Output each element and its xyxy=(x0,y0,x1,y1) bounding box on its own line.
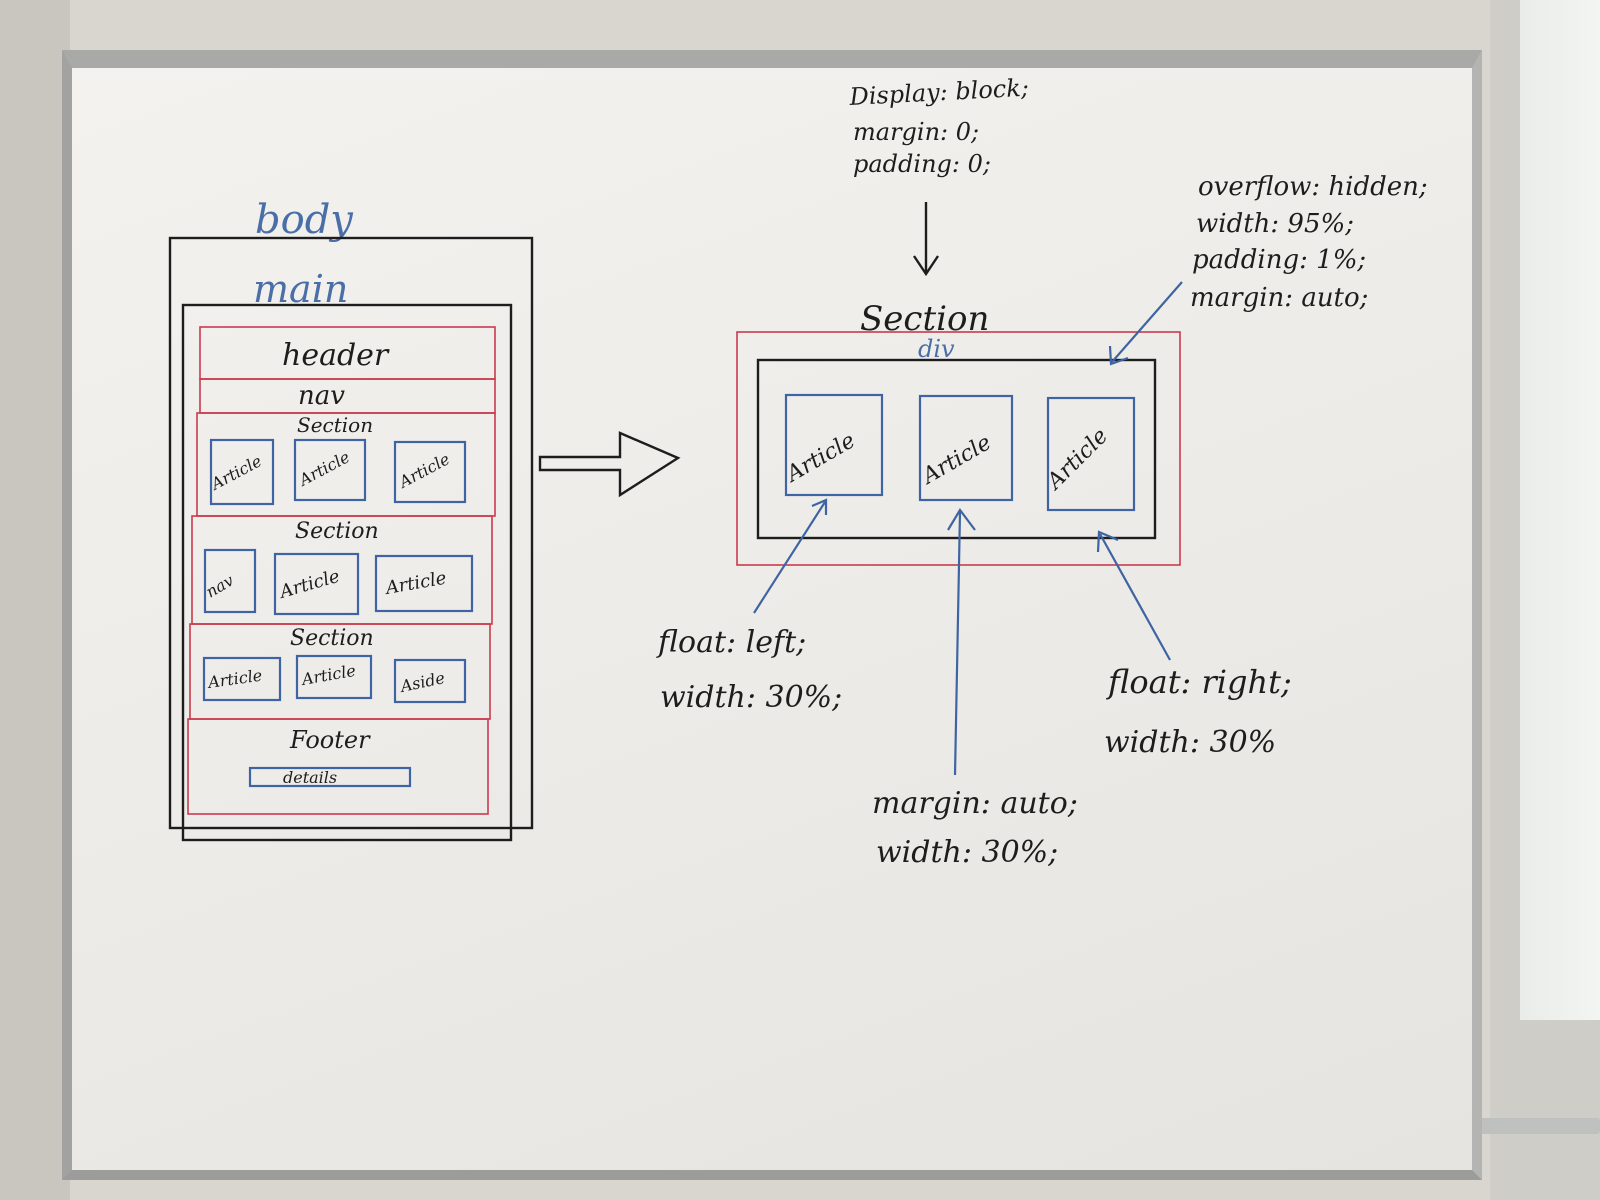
section-2-article-2-label: Article xyxy=(382,568,448,600)
center-note-line-2: width: 30%; xyxy=(876,835,1058,870)
left-wireframe: body main header nav Section Article Art… xyxy=(168,197,534,842)
section-2-label: Section xyxy=(295,519,379,544)
nav-label: nav xyxy=(298,381,345,411)
section-2-article-1-label: Article xyxy=(276,566,342,604)
section-2-nav xyxy=(203,548,257,614)
div-label: div xyxy=(918,335,955,363)
body-box xyxy=(168,236,534,830)
article-center-label: Article xyxy=(917,430,996,490)
section-1-article-3 xyxy=(393,440,467,504)
header-label: header xyxy=(282,338,390,373)
div-note-line-4: margin: auto; xyxy=(1190,283,1368,313)
section-3-article-2 xyxy=(295,654,373,700)
right-note-line-1: float: right; xyxy=(1106,663,1292,701)
section-3-aside xyxy=(393,658,467,704)
div-note-line-3: padding: 1%; xyxy=(1192,245,1366,275)
div-box xyxy=(756,358,1157,540)
section-1-article-2 xyxy=(293,438,367,502)
div-note-line-1: overflow: hidden; xyxy=(1198,172,1428,202)
main-box xyxy=(181,303,513,842)
left-note-arrow xyxy=(753,498,828,614)
section-3-article-1 xyxy=(202,656,282,702)
section-3-label: Section xyxy=(290,626,374,651)
section-1-article-1-label: Article xyxy=(206,451,265,494)
article-right-label: Article xyxy=(1041,424,1113,496)
main-label: main xyxy=(253,267,348,311)
details-label: details xyxy=(283,768,337,787)
footer-box xyxy=(187,718,489,815)
section-2-article-2 xyxy=(374,554,474,613)
display-note-line-3: padding: 0; xyxy=(853,150,991,178)
body-label: body xyxy=(255,197,354,243)
section-2-article-1 xyxy=(273,552,360,616)
section-title: Section xyxy=(860,299,989,339)
right-diagram: Display: block; margin: 0; padding: 0; S… xyxy=(656,74,1428,870)
left-note-line-1: float: left; xyxy=(656,625,806,660)
article-right xyxy=(1046,396,1136,512)
section-3-article-2-label: Article xyxy=(298,661,357,689)
display-note-line-1: Display: block; xyxy=(848,74,1030,111)
wall-left xyxy=(0,0,70,1200)
section-1-article-3-label: Article xyxy=(394,449,453,492)
section-1-article-2-label: Article xyxy=(294,447,353,490)
div-note-line-2: width: 95%; xyxy=(1196,209,1354,239)
center-note-line-1: margin: auto; xyxy=(872,786,1078,821)
right-note-arrow xyxy=(1096,530,1171,661)
section-3-aside-label: Aside xyxy=(397,668,447,696)
footer-label: Footer xyxy=(289,726,371,754)
right-note-line-2: width: 30% xyxy=(1104,725,1276,760)
transform-arrow xyxy=(538,431,681,498)
projector-screen-edge xyxy=(1520,0,1600,1020)
down-arrow xyxy=(913,202,939,277)
center-note-arrow xyxy=(947,508,976,776)
div-note-arrow xyxy=(1108,281,1183,366)
section-3-article-1-label: Article xyxy=(205,666,263,693)
article-left xyxy=(784,393,884,497)
article-center xyxy=(918,394,1014,502)
details-box xyxy=(248,766,412,788)
section-1-article-1 xyxy=(209,438,275,506)
section-1-label: Section xyxy=(297,413,373,437)
nav-box xyxy=(199,378,496,414)
article-left-label: Article xyxy=(781,428,860,488)
section-2-nav-label: nav xyxy=(203,571,238,602)
left-note-line-2: width: 30%; xyxy=(660,680,842,715)
display-note-line-2: margin: 0; xyxy=(853,118,979,146)
